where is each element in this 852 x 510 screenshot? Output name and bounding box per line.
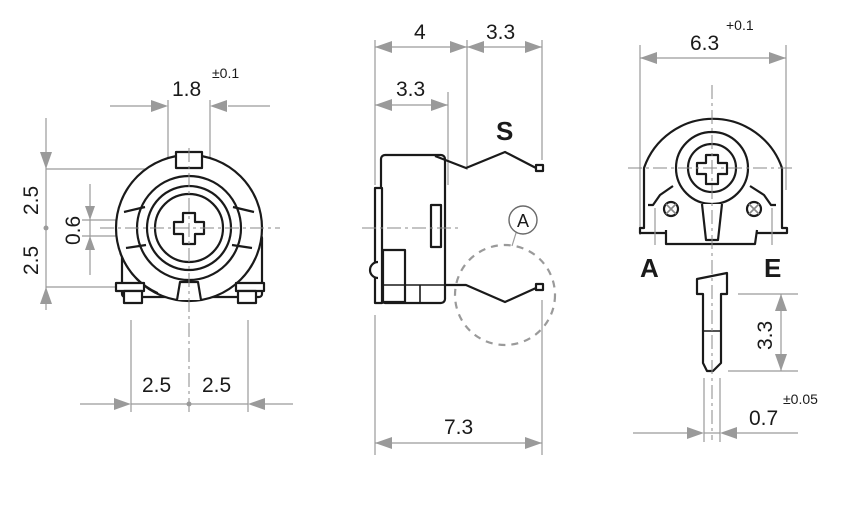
dim-7-3-label: 7.3	[444, 416, 473, 439]
rear-view: 6.3 +0.1 A E	[628, 17, 796, 283]
pin-e-label: E	[764, 253, 781, 283]
dim-6-3-label: 6.3	[690, 32, 719, 55]
dim-3-3-body-label: 3.3	[396, 78, 425, 101]
side-view: 4 3.3 3.3 S A 7.3	[362, 21, 557, 455]
pin-s-label: S	[496, 116, 513, 146]
dim-lower-2-5-label: 2.5	[20, 246, 43, 275]
pin-a-label: A	[640, 253, 659, 283]
dim-3-3-pin-label: 3.3	[486, 21, 515, 44]
pin-width-label: 0.7	[749, 407, 778, 430]
pin-length-label: 3.3	[754, 321, 777, 350]
dim-upper-2-5-label: 2.5	[20, 186, 43, 215]
front-view: 1.8 ±0.1 2.5 2.5 0.6 2.5 2.5	[20, 65, 293, 412]
dim-4-label: 4	[414, 21, 426, 44]
pin-detail: 3.3 0.7 ±0.05	[633, 260, 818, 442]
dim-1-8-tolerance: ±0.1	[212, 65, 239, 81]
dim-pin-right-label: 2.5	[202, 374, 231, 397]
dim-pin-left-label: 2.5	[142, 374, 171, 397]
dim-6-3-tolerance: +0.1	[726, 17, 754, 33]
dim-0-6-label: 0.6	[62, 216, 85, 245]
dim-1-8-label: 1.8	[172, 78, 201, 101]
detail-a-label: A	[517, 211, 529, 231]
pin-width-tolerance: ±0.05	[783, 391, 818, 407]
